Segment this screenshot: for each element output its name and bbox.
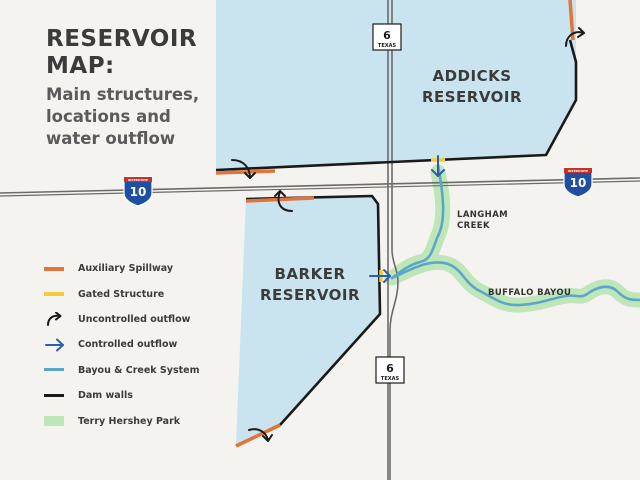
highway-6-shield-north: 6 TEXAS — [372, 23, 402, 51]
gated-swatch — [44, 287, 66, 301]
legend-label: Dam walls — [78, 390, 133, 402]
barker-controlled-outflow-arrow — [369, 269, 391, 283]
barker-reservoir-area — [236, 196, 380, 444]
addicks-sw-uncontrolled-arrow — [231, 159, 256, 179]
interstate-10-road-2 — [0, 180, 640, 197]
interstate-10-number: 10 — [130, 185, 147, 199]
interstate-10-road — [0, 177, 640, 194]
barker-n-uncontrolled-arrow — [274, 190, 293, 212]
legend-item-gated: Gated Structure — [44, 281, 199, 306]
legend-label: Controlled outflow — [78, 339, 178, 351]
map-title: RESERVOIR MAP: — [46, 26, 198, 79]
legend-label: Uncontrolled outflow — [78, 313, 191, 325]
langham-creek-label: LANGHAM CREEK — [457, 210, 509, 231]
legend-item-water: Bayou & Creek System — [44, 358, 199, 383]
legend-label: Bayou & Creek System — [78, 364, 200, 376]
highway-6-state: TEXAS — [381, 376, 400, 382]
barker-spillway-sw — [235, 423, 281, 448]
highway-6-road-curve — [389, 0, 399, 480]
addicks-spillway-sw — [215, 169, 276, 175]
addicks-controlled-outflow-arrow — [431, 155, 445, 177]
legend-label: Terry Hershey Park — [78, 415, 181, 427]
barker-spillway-n — [245, 196, 315, 203]
interstate-10-shield-west: INTERSTATE 10 — [123, 176, 153, 207]
buffalo-bayou-label: BUFFALO BAYOU — [488, 288, 572, 298]
legend-label: Gated Structure — [78, 288, 165, 300]
addicks-reservoir-area — [216, 0, 576, 170]
legend-item-uncontrolled: Uncontrolled outflow — [44, 307, 199, 332]
legend-item-dam: Dam walls — [44, 383, 199, 408]
buffalo-bayou-line — [390, 261, 640, 307]
dam-swatch — [44, 389, 66, 403]
barker-dam-wall — [245, 194, 382, 426]
legend-label: Auxiliary Spillway — [78, 263, 174, 275]
addicks-reservoir-label: ADDICKS RESERVOIR — [421, 67, 523, 106]
curved-arrow-icon — [44, 311, 66, 327]
barker-sw-uncontrolled-arrow — [248, 428, 273, 442]
interstate-10-header: INTERSTATE — [568, 169, 588, 173]
straight-arrow-icon — [44, 338, 66, 352]
legend-item-spillway: Auxiliary Spillway — [44, 256, 199, 281]
langham-creek-line — [390, 163, 445, 280]
highway-6-state: TEXAS — [378, 43, 397, 49]
interstate-10-shield-east: INTERSTATE 10 — [563, 167, 593, 198]
legend-item-controlled: Controlled outflow — [44, 332, 199, 357]
barker-reservoir-label: BARKER RESERVOIR — [259, 265, 361, 304]
highway-6-shield-south: 6 TEXAS — [375, 356, 405, 384]
highway-6-number: 6 — [383, 29, 391, 42]
interstate-10-number: 10 — [570, 176, 587, 190]
addicks-ne-uncontrolled-arrow — [565, 27, 585, 47]
map-subtitle: Main structures, locations and water out… — [46, 85, 200, 148]
map-legend: Auxiliary Spillway Gated Structure Uncon… — [44, 256, 199, 434]
interstate-10-header: INTERSTATE — [128, 178, 148, 182]
highway-6-number: 6 — [386, 362, 394, 375]
park-swatch — [44, 414, 66, 428]
water-swatch — [44, 363, 66, 377]
spillway-swatch — [44, 262, 66, 276]
legend-item-park: Terry Hershey Park — [44, 408, 199, 433]
